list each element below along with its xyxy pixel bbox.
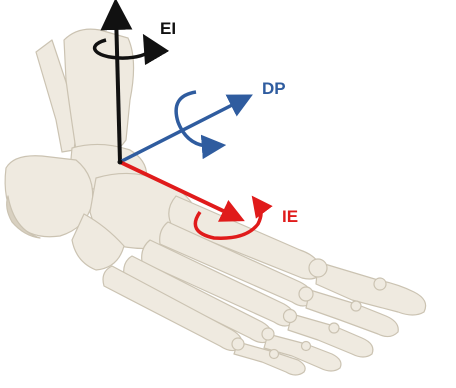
ie-label: IE	[282, 207, 298, 226]
joint-ip-5	[270, 350, 279, 359]
dp-axis: DP	[120, 79, 286, 162]
dp-label: DP	[262, 79, 286, 98]
ei-label: EI	[160, 19, 176, 38]
joint-mtp-4	[262, 328, 274, 340]
foot-skeleton	[5, 29, 426, 375]
joint-mtp-5	[232, 338, 244, 350]
joint-ip-4	[302, 342, 311, 351]
joint-ip-2	[351, 301, 361, 311]
joint-ip-1	[374, 278, 386, 290]
axis-origin	[118, 160, 123, 165]
joint-ip-3	[329, 323, 339, 333]
joint-mtp-2	[299, 287, 313, 301]
joint-mtp-3	[284, 310, 297, 323]
joint-mtp-1	[309, 259, 327, 277]
tibia-bone	[64, 29, 134, 158]
